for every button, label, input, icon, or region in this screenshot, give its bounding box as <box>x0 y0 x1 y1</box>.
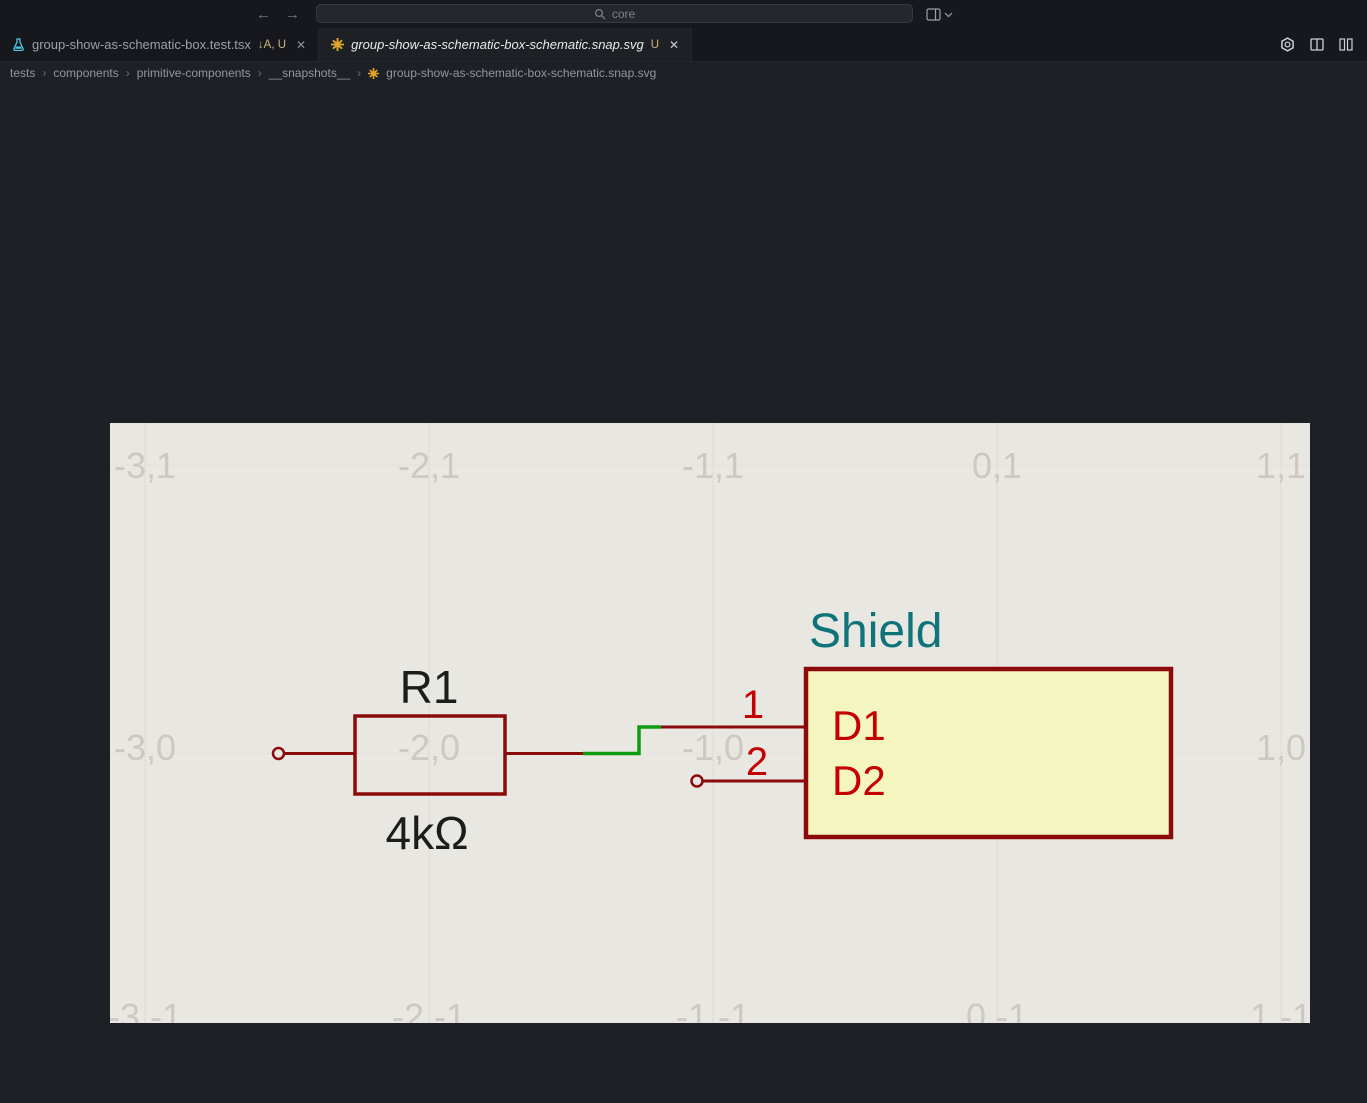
resistor-value: 4kΩ <box>386 807 469 859</box>
breadcrumb-item[interactable]: __snapshots__ <box>268 66 351 80</box>
breadcrumb-item[interactable]: tests <box>10 66 36 80</box>
split-editor-icon[interactable] <box>1310 38 1324 51</box>
history-nav: ← → <box>256 0 300 28</box>
chevron-right-icon: › <box>357 66 362 80</box>
grid-label: -2,0 <box>398 727 460 768</box>
group-title: Shield <box>809 605 942 658</box>
tab-svg-snapshot[interactable]: group-show-as-schematic-box-schematic.sn… <box>319 28 693 61</box>
tab-close-icon[interactable]: ✕ <box>669 37 680 52</box>
schematic-canvas: -3,1 -2,1 -1,1 0,1 1,1 -3,0 -2,0 -1,0 1,… <box>110 423 1310 1023</box>
svg-file-icon <box>331 38 345 51</box>
openai-extension-icon[interactable] <box>1280 37 1295 52</box>
grid-label: -2,1 <box>398 445 460 486</box>
chevron-down-icon[interactable] <box>944 11 953 18</box>
schematic-svg-preview: -3,1 -2,1 -1,1 0,1 1,1 -3,0 -2,0 -1,0 1,… <box>110 423 1310 1023</box>
port-circle-left <box>271 746 286 761</box>
grid-label: -3,-1 <box>110 996 182 1023</box>
port-circle-pin2 <box>690 774 704 788</box>
pin2-number: 2 <box>746 740 768 784</box>
editor-area: -3,1 -2,1 -1,1 0,1 1,1 -3,0 -2,0 -1,0 1,… <box>0 84 1367 1103</box>
grid-label: 0,1 <box>972 445 1022 486</box>
tab-git-badge: U <box>650 38 660 51</box>
chevron-right-icon: › <box>125 66 130 80</box>
wires <box>284 725 806 783</box>
titlebar: ← → core <box>0 0 1367 28</box>
search-icon <box>594 8 606 20</box>
tab-close-icon[interactable]: ✕ <box>296 37 307 52</box>
breadcrumb: tests › components › primitive-component… <box>0 62 1367 84</box>
resistor-body <box>353 714 507 796</box>
grid-label: -3,0 <box>114 727 176 768</box>
grid-label: -1,1 <box>682 445 744 486</box>
back-arrow-icon[interactable]: ← <box>256 5 271 23</box>
tab-git-badge: ↓A, U <box>257 38 287 51</box>
search-text: core <box>611 6 636 21</box>
chip-pin2-label: D2 <box>832 757 886 804</box>
compare-changes-icon[interactable] <box>1339 38 1353 51</box>
grid-label: -3,1 <box>114 445 176 486</box>
resistor-designator: R1 <box>400 661 459 713</box>
tab-label: group-show-as-schematic-box.test.tsx <box>32 37 251 52</box>
breadcrumb-item-filename[interactable]: group-show-as-schematic-box-schematic.sn… <box>386 66 657 80</box>
test-file-icon <box>12 38 25 51</box>
pin1-number: 1 <box>742 683 764 727</box>
command-center-search[interactable]: core <box>316 4 913 23</box>
grid-label: -1,0 <box>682 727 744 768</box>
forward-arrow-icon[interactable]: → <box>285 5 300 23</box>
tabbar: group-show-as-schematic-box.test.tsx ↓A,… <box>0 28 1367 62</box>
tab-test-file[interactable]: group-show-as-schematic-box.test.tsx ↓A,… <box>0 28 320 61</box>
breadcrumb-item[interactable]: primitive-components <box>136 66 251 80</box>
tab-label: group-show-as-schematic-box-schematic.sn… <box>351 37 644 52</box>
grid-label: -1,-1 <box>676 996 750 1023</box>
chevron-right-icon: › <box>42 66 47 80</box>
breadcrumb-item[interactable]: components <box>53 66 119 80</box>
chip-pin1-label: D1 <box>832 702 886 749</box>
schematic-trace <box>583 725 661 756</box>
chip-body <box>803 666 1174 840</box>
chevron-right-icon: › <box>257 66 262 80</box>
grid-labels: -3,1 -2,1 -1,1 0,1 1,1 -3,0 -2,0 -1,0 1,… <box>110 445 1310 1023</box>
grid-label: -2,-1 <box>392 996 466 1023</box>
grid-label: 1,-1 <box>1250 996 1310 1023</box>
svg-file-icon <box>368 67 380 79</box>
grid-label: 1,1 <box>1256 445 1306 486</box>
editor-actions <box>1280 28 1367 61</box>
layout-panel-icon[interactable] <box>926 7 941 21</box>
grid-label: 1,0 <box>1256 727 1306 768</box>
grid-label: 0,-1 <box>966 996 1028 1023</box>
